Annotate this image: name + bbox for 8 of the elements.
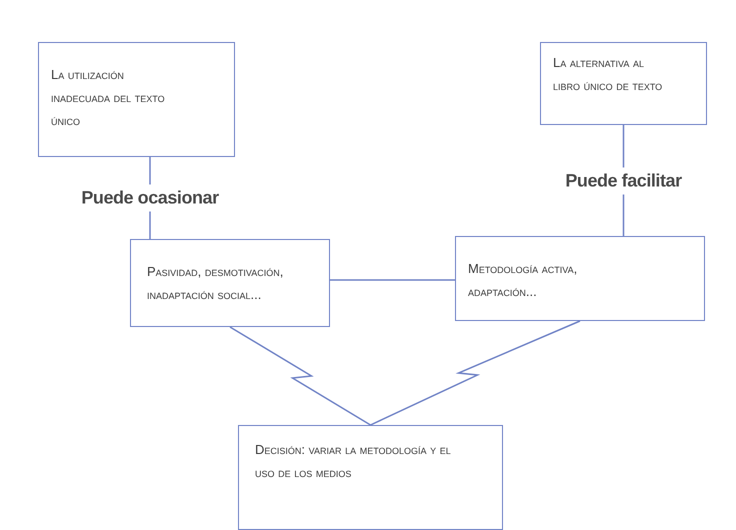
text-box: La utilización inadecuada del texto único: [38, 42, 235, 157]
connector-line: [330, 279, 455, 281]
connector-line: [230, 326, 371, 426]
connector-line: [370, 320, 580, 426]
text-box: Metodología activa, adaptación...: [455, 236, 705, 321]
text-box: La alternativa al libro único de texto: [540, 42, 707, 125]
text-box: Pasividad, desmotivación, inadaptación social...: [130, 239, 330, 327]
text-box: Decisión: variar la metodología y el uso de los medios: [238, 425, 503, 530]
